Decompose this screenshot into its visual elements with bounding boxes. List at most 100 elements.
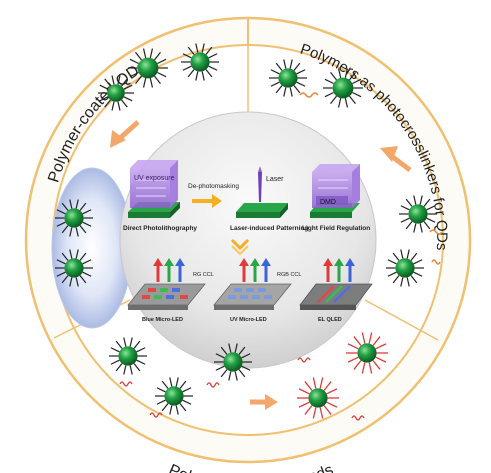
ligand-strand: [349, 95, 356, 105]
ligand-strand: [56, 209, 66, 215]
ligand-strand: [406, 249, 410, 259]
pixel-green: [240, 295, 248, 299]
ligand-strand: [330, 95, 337, 105]
qd-core: [357, 343, 377, 363]
qd-core: [164, 386, 184, 406]
qd-core: [137, 57, 159, 79]
ligand-strand: [69, 249, 73, 259]
ligand-strand: [361, 362, 366, 374]
pixel-red: [180, 295, 188, 299]
pixel-red: [148, 288, 156, 292]
free-ligand: [351, 415, 365, 421]
quantum-dot: [269, 59, 307, 97]
ligand-strand: [129, 58, 139, 65]
ligand-strand: [79, 275, 87, 284]
ligand-strand: [405, 221, 413, 230]
ligand-strand: [110, 347, 120, 353]
ligand-strand: [99, 84, 109, 90]
ligand-strand: [304, 405, 313, 415]
ligand-strand: [175, 405, 179, 415]
laser-patterning-label: Laser-induced Patterning: [230, 225, 308, 232]
ligand-strand: [182, 387, 192, 393]
ligand-strand: [326, 401, 338, 408]
ligand-strand: [75, 277, 79, 287]
pixel-blue: [166, 295, 174, 299]
ligand-strand: [179, 403, 187, 412]
ligand-strand: [129, 337, 133, 347]
chevron-down-icon: [230, 238, 250, 256]
quantum-dot: [386, 249, 424, 287]
quantum-dot: [128, 48, 168, 88]
ligand-strand: [238, 346, 246, 355]
ligand-strand: [56, 221, 66, 227]
ligand-strand: [353, 360, 362, 370]
uv-exposure-label: UV exposure: [134, 175, 175, 182]
el-qled-device: [299, 258, 373, 310]
ligand-strand: [187, 46, 195, 55]
ligand-strand: [361, 332, 366, 344]
ligand-strand: [304, 381, 313, 391]
ligand-strand: [169, 405, 173, 415]
flow-arrow-bottom: [250, 394, 278, 410]
laser-patterning-illustration: [236, 166, 288, 218]
ligand-strand: [283, 87, 287, 97]
ligand-strand: [296, 81, 306, 87]
ligand-strand: [324, 91, 334, 98]
ligand-strand: [270, 69, 280, 75]
ligand-strand: [215, 353, 225, 359]
ligand-strand: [123, 84, 133, 90]
quantum-dot: [109, 337, 147, 375]
ligand-strand: [413, 195, 417, 205]
ligand-strand: [149, 48, 154, 58]
ligand-strand: [201, 71, 205, 81]
ligand-strand: [182, 65, 192, 71]
uv-micro-led-device: [213, 258, 292, 310]
ligand-strand: [195, 43, 199, 53]
blue-micro-led-device: [127, 258, 206, 310]
dmd-label: DMD: [320, 199, 336, 206]
ligand-strand: [201, 43, 205, 53]
ligand-strand: [413, 259, 423, 265]
ligand-strand: [312, 377, 317, 389]
ligand-strand: [423, 221, 431, 230]
ligand-strand: [61, 225, 69, 234]
quantum-dot: [399, 195, 437, 233]
quantum-dot: [181, 43, 219, 81]
ligand-strand: [293, 62, 301, 71]
pixel-stripe-red: [317, 285, 335, 303]
qd-core: [223, 352, 243, 372]
ligand-strand: [115, 363, 123, 372]
ligand-strand: [337, 68, 342, 78]
ligand-strand: [79, 202, 87, 211]
ligand-strand: [406, 277, 410, 287]
ligand-strand: [117, 101, 121, 111]
ligand-strand: [129, 71, 139, 78]
ligand-strand: [123, 365, 127, 375]
qd-core: [118, 346, 138, 366]
laser-label: Laser: [266, 176, 284, 183]
rg-ccl-label: RG CCL: [193, 272, 214, 278]
qd-core: [408, 204, 428, 224]
quantum-dot: [55, 199, 93, 237]
ligand-strand: [154, 75, 161, 85]
ligand-strand: [298, 401, 310, 408]
ligand-strand: [298, 388, 310, 395]
qd-core: [332, 77, 354, 99]
ligand-strand: [117, 75, 121, 85]
light-field-regulation-illustration: [310, 164, 360, 218]
ligand-strand: [75, 227, 79, 237]
ligand-strand: [61, 275, 69, 284]
pixel-red: [234, 288, 242, 292]
ligand-strand: [368, 362, 373, 374]
pixel-green: [160, 288, 168, 292]
pixel-stripe-green: [325, 285, 343, 303]
ligand-strand: [324, 78, 334, 85]
ligand-strand: [69, 227, 73, 237]
ligand-strand: [110, 359, 120, 365]
ligand-strand: [79, 225, 87, 234]
ligand-strand: [135, 75, 142, 85]
free-ligand: [149, 412, 163, 418]
pixel-blue: [258, 288, 266, 292]
ligand-strand: [133, 340, 141, 349]
ligand-strand: [234, 371, 238, 381]
